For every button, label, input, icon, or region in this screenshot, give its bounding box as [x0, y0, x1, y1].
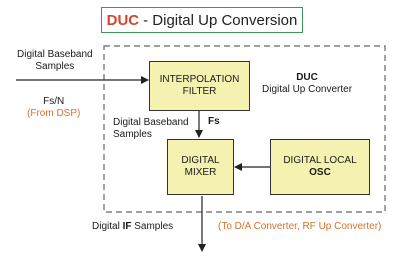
output-note: (To D/A Converter, RF Up Converter) [218, 221, 382, 232]
diagram-title: DUC - Digital Up Conversion [101, 7, 303, 33]
duc-label: DUC Digital Up Converter [262, 72, 353, 95]
mid-samples-label: Digital Baseband Samples [113, 117, 189, 140]
interpolation-filter-block: INTERPOLATION FILTER [149, 61, 250, 111]
duc-dashed-boundary [103, 45, 386, 213]
title-accent: DUC [106, 11, 140, 29]
title-rest: - Digital Up Conversion [143, 11, 298, 29]
fs-label: Fs [208, 116, 220, 127]
fs-n-label: Fs/N (From DSP) [27, 96, 81, 119]
digital-local-osc-block: DIGITAL LOCAL OSC [270, 139, 370, 195]
output-label: Digital IF Samples [92, 221, 174, 232]
digital-mixer-block: DIGITAL MIXER [167, 139, 234, 195]
input-label: Digital Baseband Samples [17, 49, 93, 72]
